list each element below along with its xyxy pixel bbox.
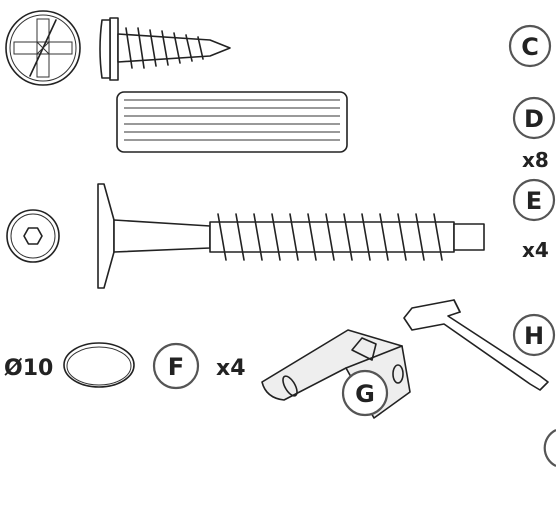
svg-text:H: H xyxy=(524,322,544,350)
angle-bracket-g xyxy=(261,329,411,419)
part-label-h: H xyxy=(512,313,556,357)
svg-text:F: F xyxy=(168,353,184,381)
part-label-f: F xyxy=(152,342,200,390)
dowel-d xyxy=(116,91,348,153)
quantity-f: x4 xyxy=(216,356,246,381)
svg-text:D: D xyxy=(524,105,544,133)
long-screw-e xyxy=(97,183,485,289)
svg-text:G: G xyxy=(355,380,375,408)
wood-screw-c xyxy=(99,17,231,81)
phillips-head-icon xyxy=(5,10,81,86)
part-label-g: G xyxy=(341,369,389,417)
svg-text:E: E xyxy=(526,187,542,215)
quantity-e: x4 xyxy=(522,238,549,262)
partial-badge xyxy=(543,429,556,467)
hex-socket-head-icon xyxy=(6,209,60,263)
part-label-e: E xyxy=(512,178,556,222)
part-label-c: C xyxy=(508,24,552,68)
washer-size-label: Ø10 xyxy=(4,356,53,381)
hex-key-h xyxy=(403,299,549,391)
part-label-d: D xyxy=(512,96,556,140)
svg-text:C: C xyxy=(521,33,539,61)
washer-f xyxy=(63,342,135,388)
quantity-d: x8 xyxy=(522,148,549,172)
